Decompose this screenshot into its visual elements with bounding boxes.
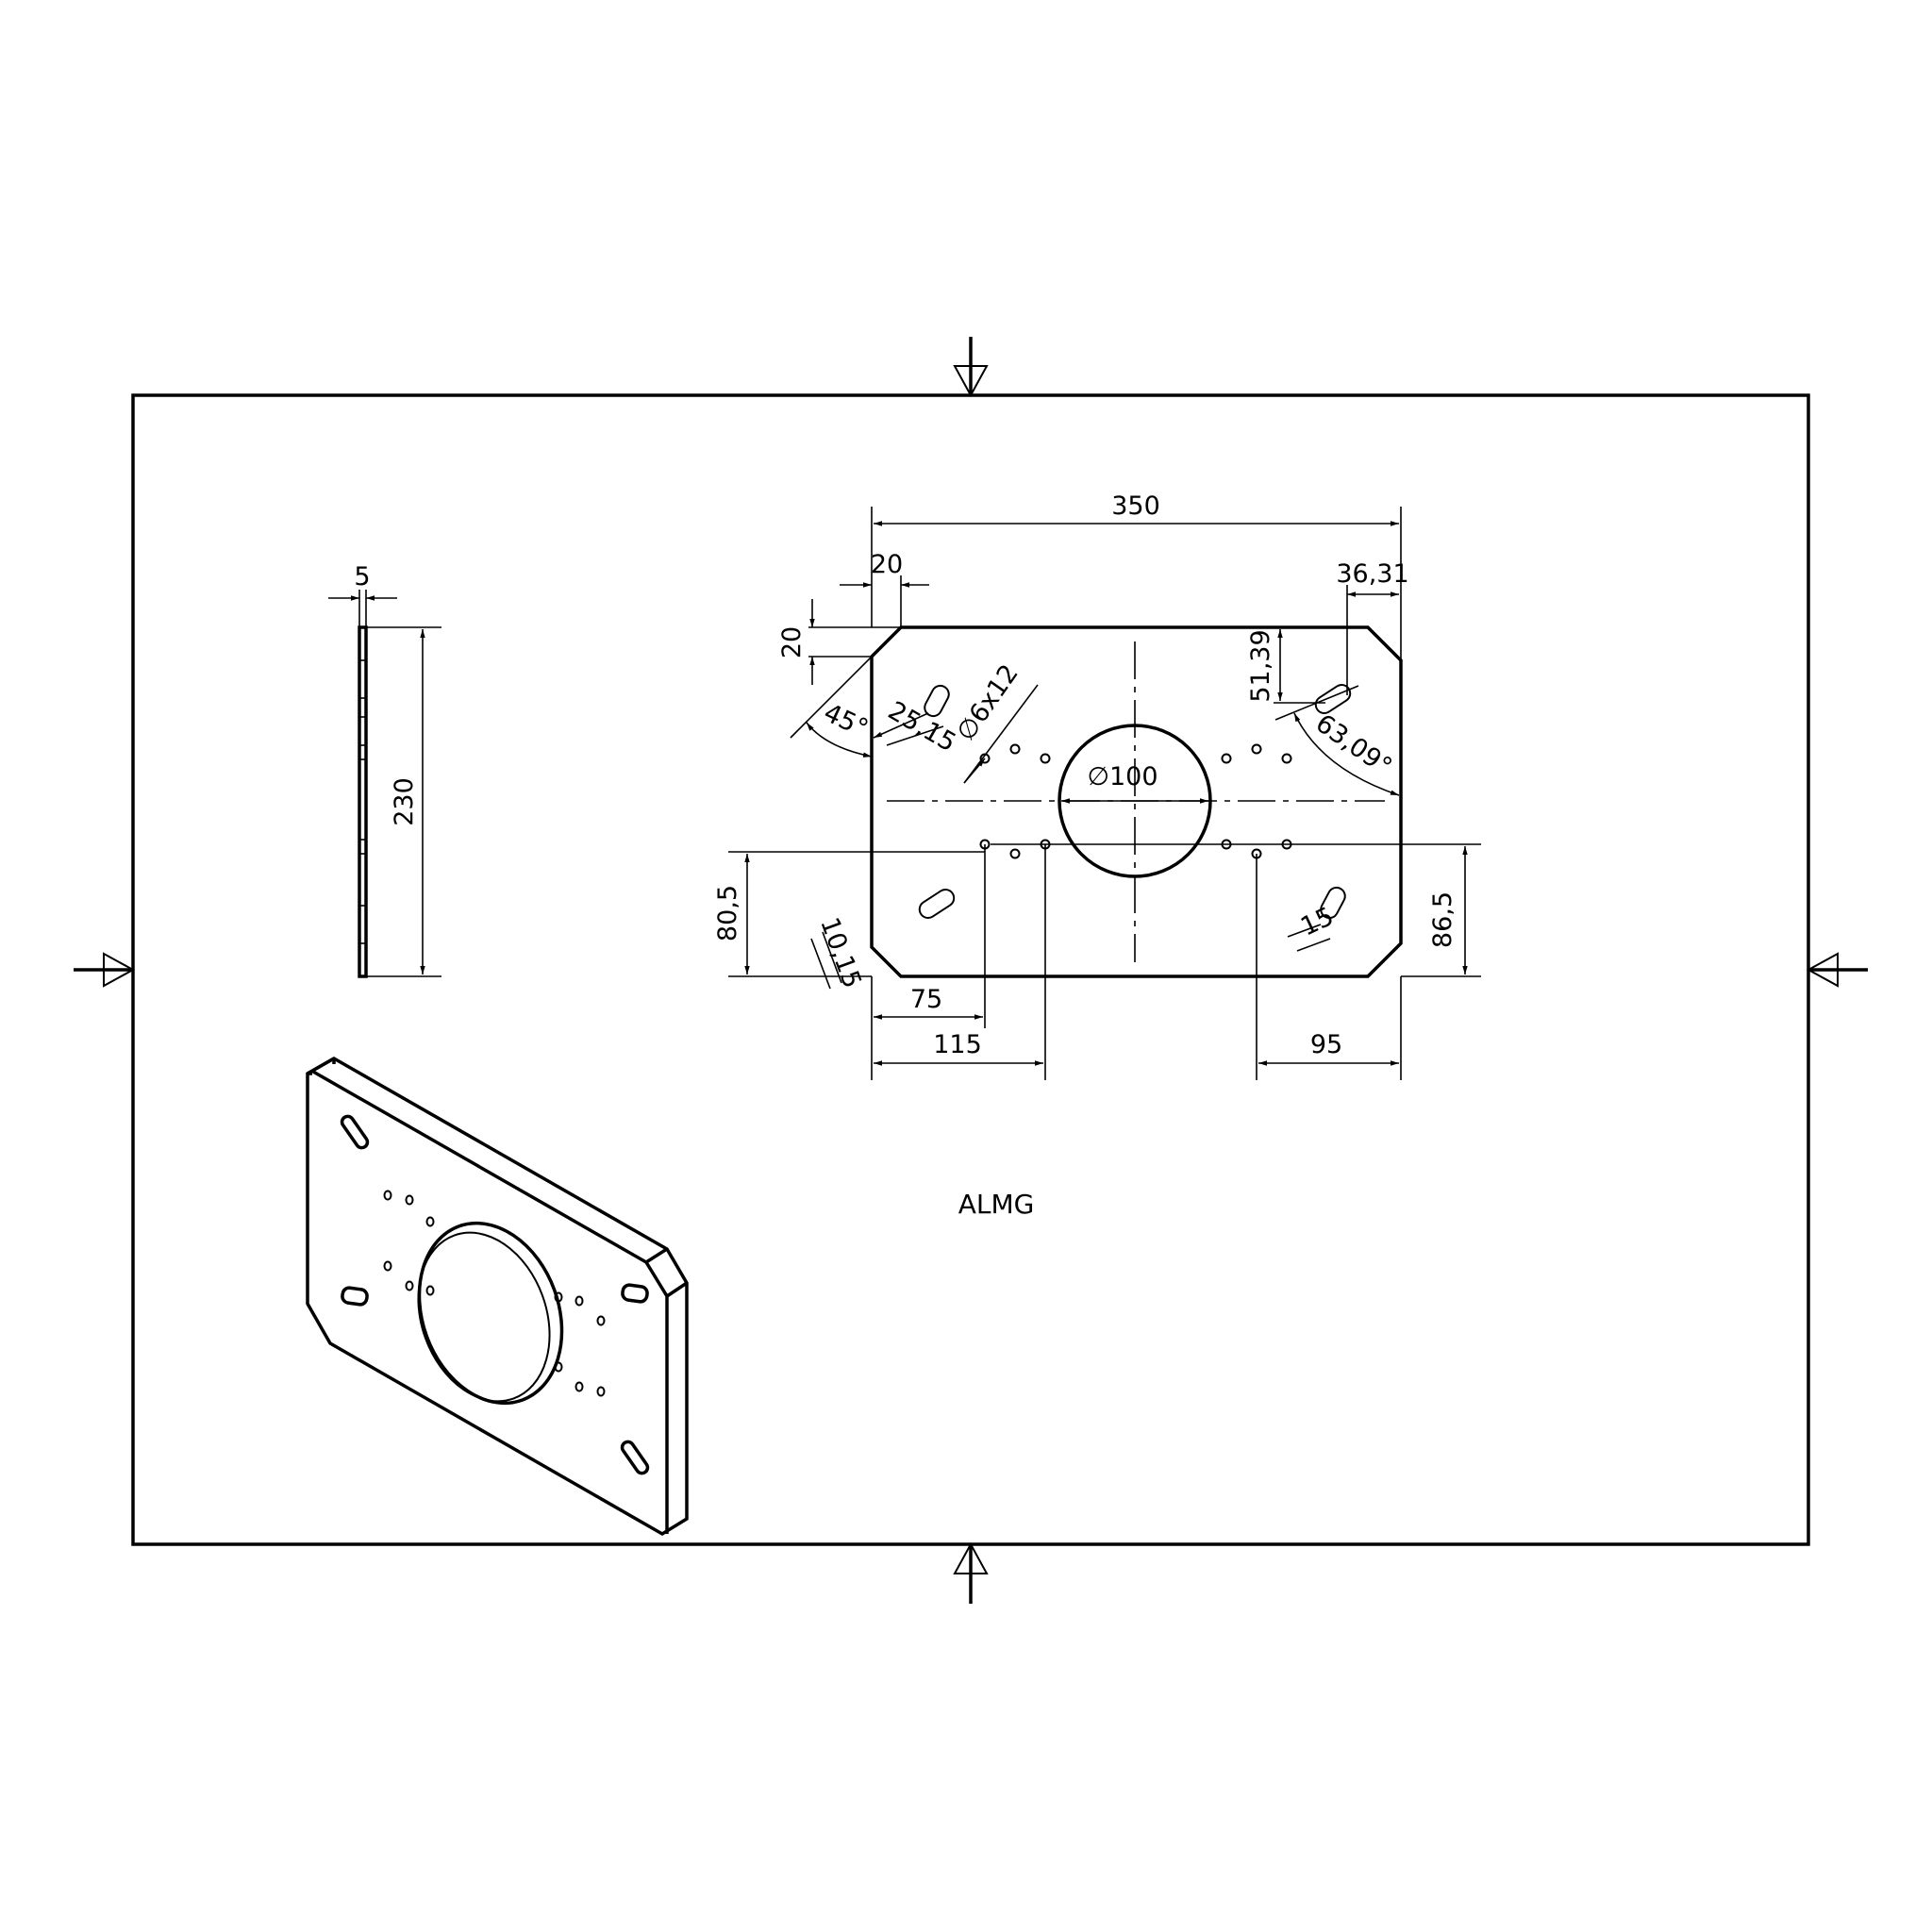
dim-hole-row-height-left: 80,5 xyxy=(713,885,742,941)
dim-hole-x-1: 75 xyxy=(910,985,942,1014)
dim-slot-angle: 63,09° xyxy=(1310,708,1397,781)
iso-plate-front-edge xyxy=(644,1261,688,1534)
center-hole xyxy=(1058,724,1212,878)
dim-thickness: 5 xyxy=(354,562,370,591)
dim-slot-offset-top-right: 36,31 xyxy=(1336,559,1408,589)
dim-height: 230 xyxy=(390,777,419,826)
dim-width: 350 xyxy=(1111,491,1160,521)
dimension-lines xyxy=(728,507,1481,1080)
iso-plate-outline xyxy=(306,1056,689,1537)
side-view: 5 230 xyxy=(328,562,441,978)
arrow-top-icon xyxy=(953,337,989,398)
iso-slots xyxy=(340,1114,650,1475)
hole-group-upper xyxy=(979,743,1292,764)
material-label: ALMG xyxy=(958,1189,1035,1220)
isometric-view xyxy=(306,1056,689,1537)
dim-center-hole: ∅100 xyxy=(1087,762,1158,791)
slot-top-left xyxy=(924,684,950,718)
iso-plate-top-edge xyxy=(307,1057,668,1265)
arrow-bottom-icon xyxy=(953,1541,989,1604)
slot-bottom-left xyxy=(918,889,956,919)
hole-group-lower xyxy=(979,839,1292,859)
dim-hole-x-2: 115 xyxy=(933,1030,982,1059)
drawing-frame xyxy=(131,393,1810,1546)
iso-center-hole xyxy=(417,1221,564,1406)
frame-center-marks xyxy=(74,337,1868,1604)
slot-bottom-right xyxy=(1320,886,1346,920)
iso-holes xyxy=(383,1190,606,1397)
dim-slot-width-left: 10,15 xyxy=(814,913,867,991)
dim-chamfer-y: 20 xyxy=(777,626,807,658)
arrow-right-icon xyxy=(1806,952,1868,988)
plate-side xyxy=(358,625,368,978)
dim-slot-offset: 25,15 xyxy=(883,696,960,758)
dim-chamfer-x: 20 xyxy=(871,550,903,579)
slot-top-right xyxy=(1314,684,1352,714)
iso-center-hole-inner xyxy=(417,1231,551,1403)
dim-slot-height-top-right: 51,39 xyxy=(1246,629,1275,702)
dim-hole-spec: ∅6x12 xyxy=(951,659,1024,746)
dim-slot-width-right: 15 xyxy=(1296,902,1338,942)
dim-chamfer-angle: 45° xyxy=(819,698,872,743)
arrow-left-icon xyxy=(74,952,136,988)
plate-outline xyxy=(870,625,1403,978)
dim-hole-row-height-right: 86,5 xyxy=(1428,891,1457,948)
dim-hole-x-right: 95 xyxy=(1310,1030,1342,1059)
side-hidden-edges xyxy=(359,659,366,944)
